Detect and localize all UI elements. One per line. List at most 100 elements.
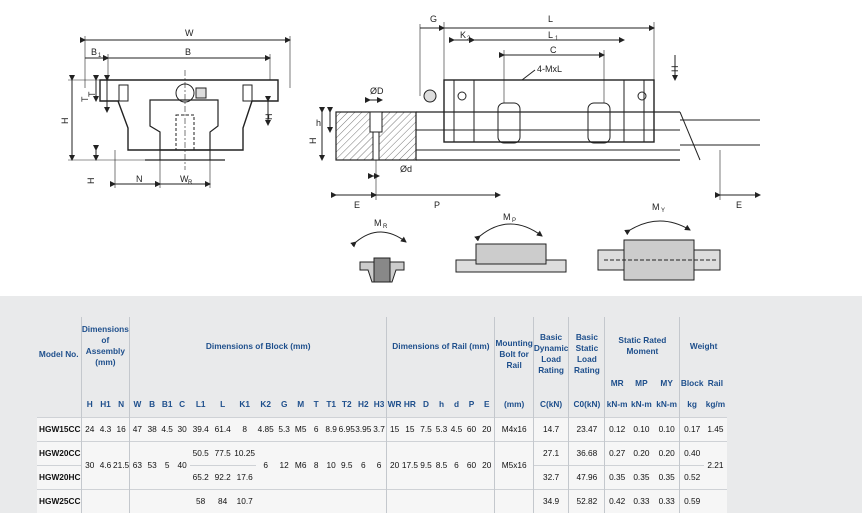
drawing-svg: W B 1 B T T H H H N W R [60,14,761,283]
subheader-col: E [478,391,495,417]
value-cell: 4.5 [448,416,464,441]
subheader-col: d [448,391,464,417]
value-cell: 0.33 [653,488,680,513]
value-cell: 3.95 [354,416,372,441]
subheader-col: L1 [189,391,212,417]
value-cell: 17.5 [401,440,418,489]
value-cell [129,488,145,513]
value-cell [703,488,727,513]
label-t1: T [80,96,90,102]
value-cell [174,488,190,513]
value-cell: 92.2 [211,464,234,489]
value-cell: M4x16 [494,416,534,441]
value-cell: 0.42 [604,488,629,513]
model-cell: HGW15CC [37,416,81,441]
header-weight: Weight [679,317,727,375]
value-cell: 5 [159,440,175,489]
value-cell: 47 [129,416,145,441]
value-cell: 30 [174,416,190,441]
value-cell: 0.17 [679,416,704,441]
value-cell: 4.3 [98,416,113,441]
value-cell: 5.3 [275,416,293,441]
spec-table-area: Model No. Dimensions of Assembly (mm) Di… [0,296,862,513]
value-cell: 8 [308,440,324,489]
weight-col-rail: Rail [703,375,727,391]
subheader-col: H3 [371,391,387,417]
subheader-col: K2 [255,391,276,417]
header-bolt: Mounting Bolt for Rail [494,317,534,391]
label-e-right: E [736,200,742,210]
value-cell: 10.7 [233,488,256,513]
moment-mr-icon [350,231,407,283]
value-cell: 6 [448,440,464,489]
label-k2-sub: 2 [467,36,471,42]
value-cell: 36.68 [568,440,605,465]
subheader-col: M [292,391,309,417]
value-cell: 84 [211,488,234,513]
value-cell: 52.82 [568,488,605,513]
value-cell: 21.5 [113,440,130,489]
value-cell [463,488,479,513]
value-cell [255,488,276,513]
label-od-bot: Ød [400,164,412,174]
subheader-col: C0(kN) [568,391,605,417]
value-cell: 0.52 [679,464,704,489]
value-cell: 9.5 [338,440,355,489]
subheader-col: N [113,391,130,417]
subheader-col: WR [386,391,402,417]
subheader-col: P [463,391,479,417]
value-cell [448,488,464,513]
value-cell [144,488,160,513]
moment-labels: M R M P M Y [374,202,665,230]
value-cell: 20 [478,416,495,441]
value-cell [80,488,98,513]
value-cell: 65.2 [189,464,212,489]
subheader-col: T [308,391,324,417]
value-cell: 0.40 [679,440,704,465]
value-cell: 0.10 [628,416,654,441]
header-rail: Dimensions of Rail (mm) [386,317,495,375]
label-b1-sub: 1 [98,53,102,59]
subheader-col: T1 [323,391,339,417]
subheader-col: L [211,391,234,417]
label-l1-sub: 1 [555,36,559,42]
subheader-col: kg [679,391,704,417]
subheader-col: H2 [354,391,372,417]
subheader-col: B1 [159,391,175,417]
subheader-col: kN-m [604,391,629,417]
header-model: Model No. [37,317,81,391]
value-cell: 17.6 [233,464,256,489]
subheader-col: D [417,391,434,417]
value-cell: 60 [463,440,479,489]
value-cell: 7.5 [417,416,434,441]
value-cell: 0.33 [628,488,654,513]
value-cell [338,488,355,513]
label-e-left: E [354,200,360,210]
value-cell: 39.4 [189,416,212,441]
header-static: Basic Static Load Rating [568,317,605,391]
label-hr: H [308,138,318,145]
value-cell: 63 [129,440,145,489]
subheader-col: (mm) [494,391,534,417]
label-w: W [185,28,194,38]
side-view-labels: G L K 2 L 1 C 4-MxL H ØD Ød H h E P E [308,14,742,210]
value-cell: 4.85 [255,416,276,441]
value-cell: 15 [386,416,402,441]
value-cell: 1.45 [703,416,727,441]
spec-table: Model No. Dimensions of Assembly (mm) Di… [37,317,727,513]
value-cell: 47.96 [568,464,605,489]
subheader-col: T2 [338,391,355,417]
value-cell [433,488,449,513]
value-cell [292,488,309,513]
label-mr-sub: R [383,224,388,230]
label-l1: L [548,30,553,40]
value-cell: 34.9 [532,488,569,513]
side-view [319,22,761,200]
label-my: M [652,202,660,212]
header-static-moment: Static Rated Moment [604,317,680,375]
value-cell: 20 [478,440,495,489]
moment-my-icon [597,220,721,281]
value-cell: 77.5 [211,440,234,465]
subheader-col: B [144,391,160,417]
value-cell: 8.5 [433,440,449,489]
